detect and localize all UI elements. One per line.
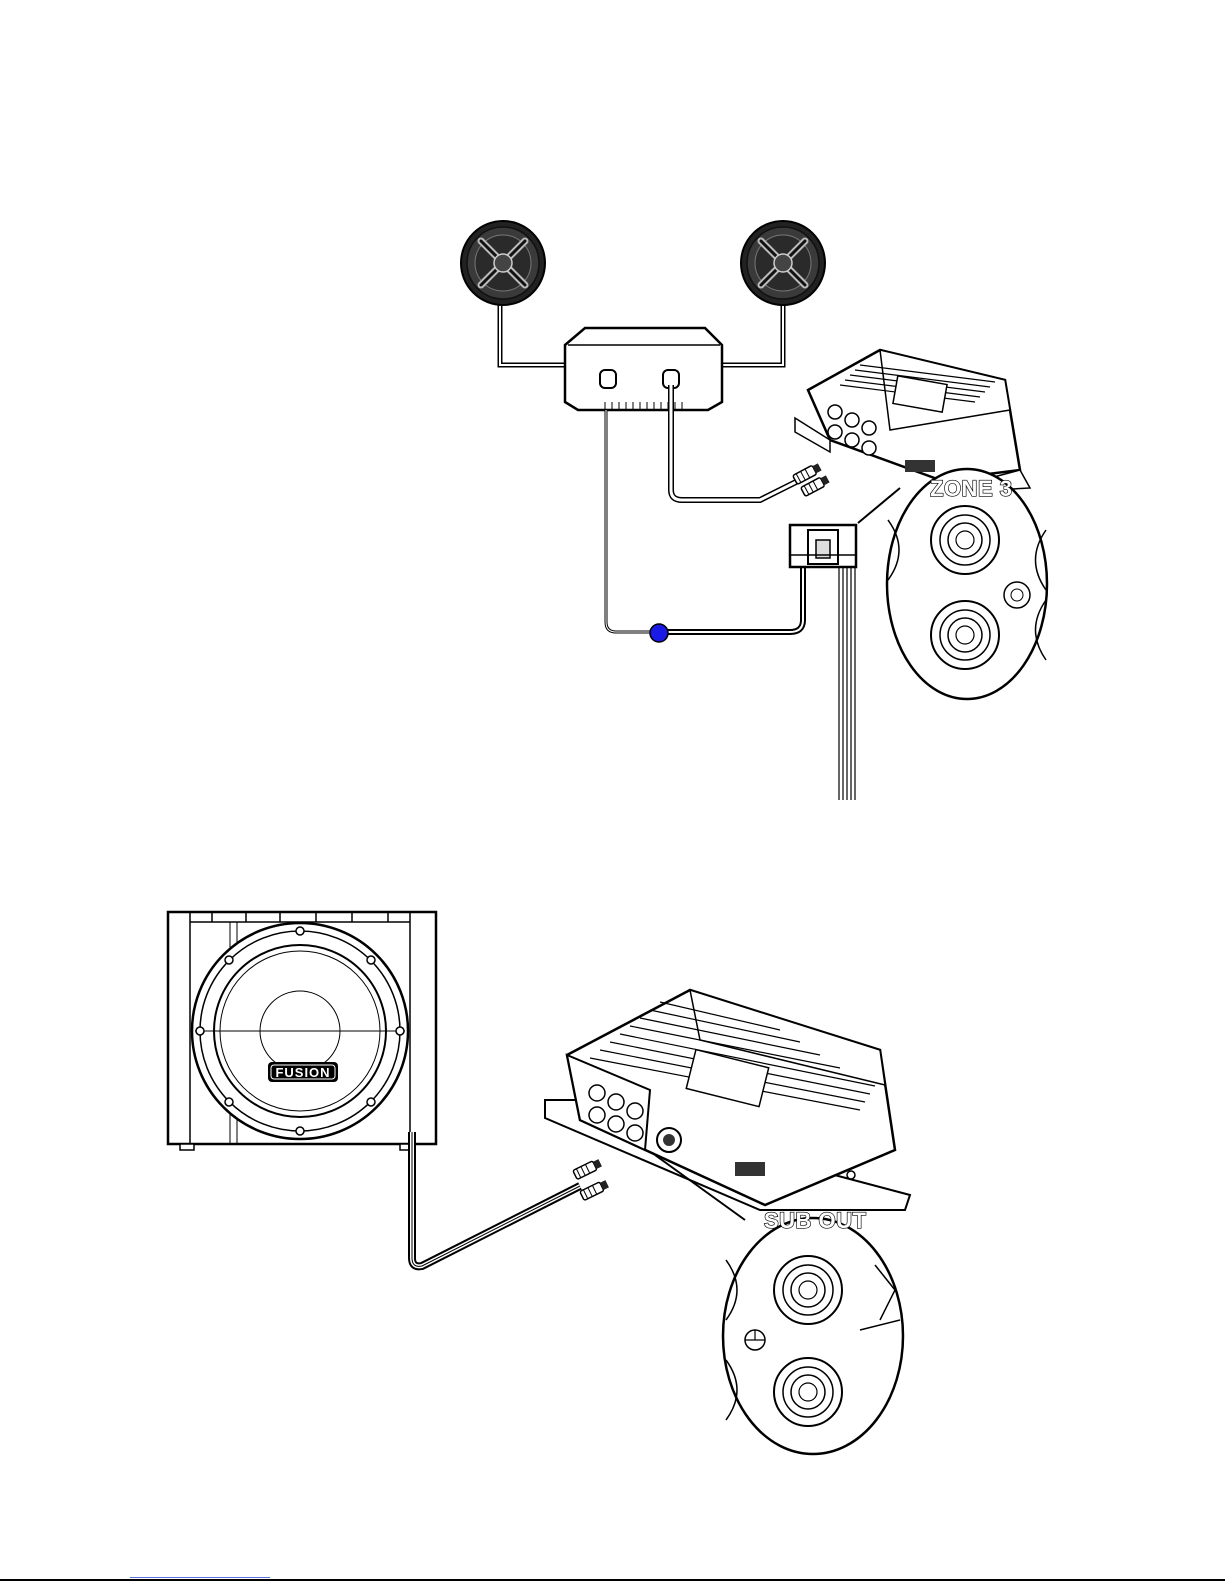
sub-out-callout: SUB OUT [723,1208,903,1454]
splitter-lead-wire [606,410,660,632]
left-speaker-icon [461,221,545,305]
connector-wire [660,565,803,632]
wiring-harness [839,567,855,800]
footer-rule [0,1579,1225,1581]
junction-dot [650,624,668,642]
left-speaker-wire [500,305,565,365]
splitter-box-icon [565,328,722,410]
zone3-callout: ZONE 3 [887,469,1047,699]
subwoofer-brand-label: FUSION [275,1065,330,1080]
footer-link-underline [130,1577,270,1578]
right-speaker-icon [741,221,825,305]
sub-out-label: SUB OUT [764,1208,867,1233]
subwoofer-icon: FUSION [168,912,436,1150]
amplifier-bottom-icon [545,990,910,1210]
harness-connector-icon [790,525,856,567]
bottom-subout-diagram: FUSION [168,912,910,1454]
top-zone3-diagram: ZONE 3 [461,221,1047,800]
amplifier-top-icon [795,350,1030,490]
right-speaker-wire [720,305,783,365]
zone3-label: ZONE 3 [930,476,1012,501]
